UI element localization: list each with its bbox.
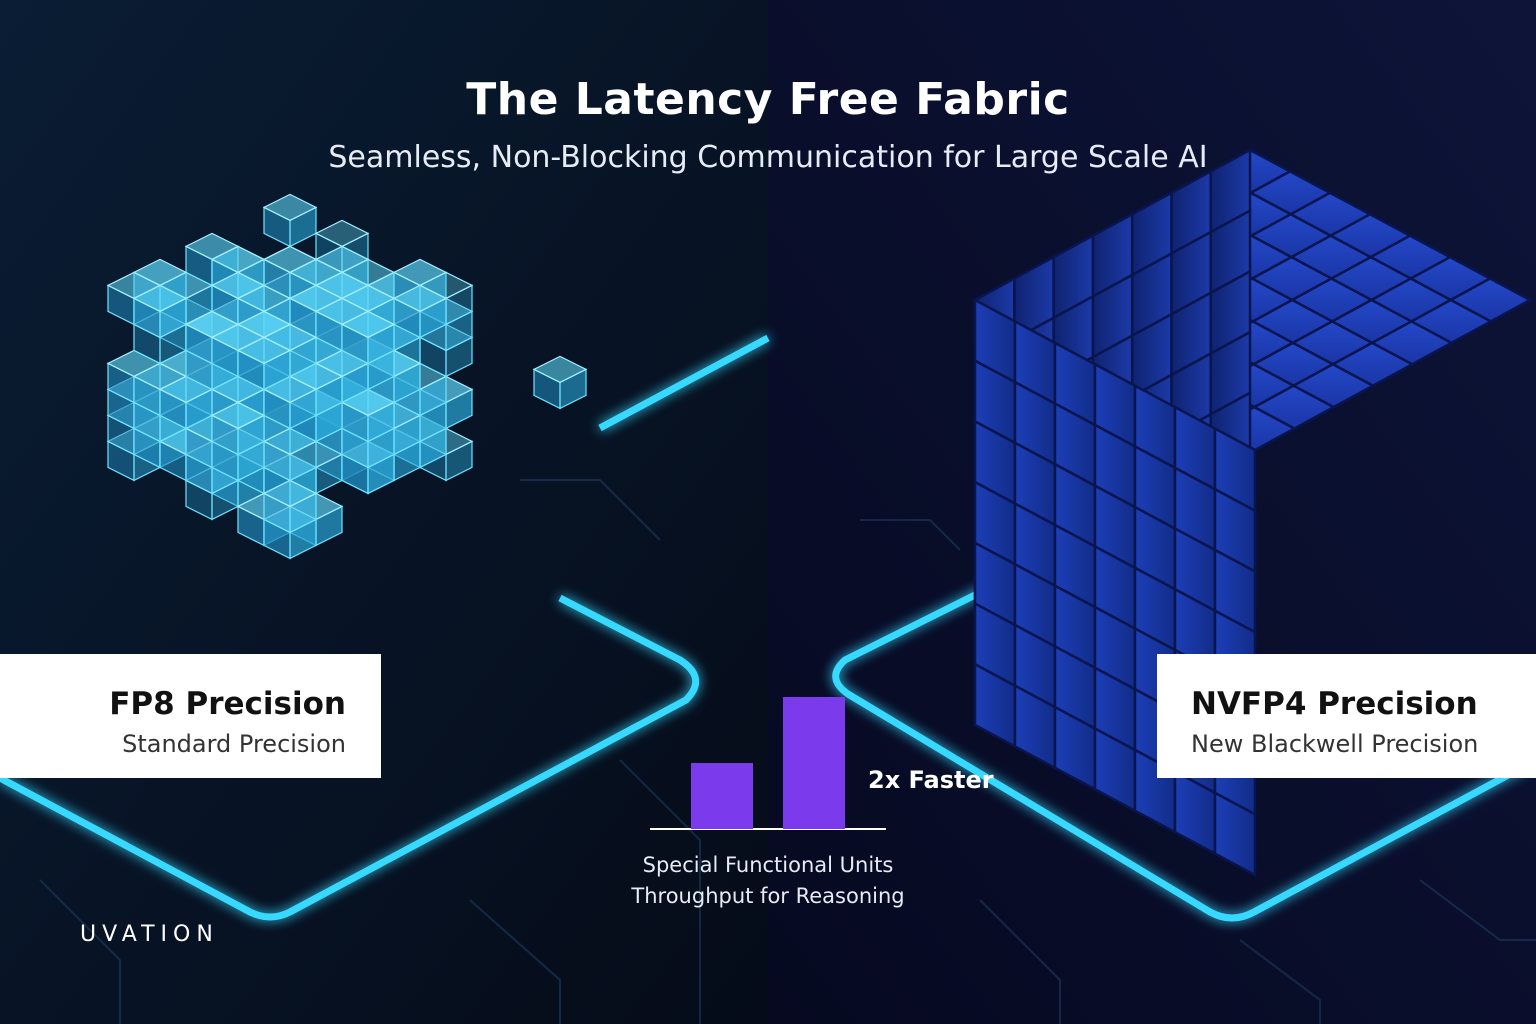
glass-cube-top-face: [262, 193, 318, 222]
right-platform-glow: [832, 586, 1536, 922]
glass-cube-top-face: [210, 401, 266, 430]
chart-bar-1: [691, 763, 753, 829]
block-front-cell: [1213, 790, 1257, 878]
glass-cube-top-face: [340, 310, 396, 339]
glass-cube-top-face: [262, 479, 318, 508]
nvfp4-card: NVFP4 Precision New Blackwell Precision: [1157, 654, 1536, 778]
left-cube-cluster: [106, 193, 588, 560]
page-subtitle: Seamless, Non-Blocking Communication for…: [328, 140, 1208, 175]
chart-caption-line-1: Special Functional Units: [642, 853, 894, 877]
glass-cube-top-face: [392, 284, 448, 313]
speedup-label: 2x Faster: [868, 766, 994, 794]
fp8-card-subtitle: Standard Precision: [122, 730, 346, 758]
chart-caption-line-2: Throughput for Reasoning: [631, 884, 905, 908]
left-background: [0, 0, 768, 1024]
glass-cube-top-face: [532, 355, 588, 384]
throughput-chart: [650, 697, 886, 830]
nvfp4-card-subtitle: New Blackwell Precision: [1191, 730, 1479, 758]
chart-bar-2: [783, 697, 845, 829]
glass-cube-top-face: [236, 336, 292, 365]
nvfp4-card-title: NVFP4 Precision: [1191, 686, 1478, 722]
fp8-card: FP8 Precision Standard Precision: [0, 654, 381, 778]
fp8-card-title: FP8 Precision: [109, 686, 346, 722]
page-title: The Latency Free Fabric: [466, 74, 1070, 125]
chart-caption: Special Functional Units Throughput for …: [598, 850, 938, 912]
circuit-traces: [39, 479, 1536, 1024]
logo-wordmark: UVATION: [80, 922, 219, 947]
glass-cube-top-face: [132, 284, 188, 313]
left-platform-glow: [0, 334, 770, 921]
uvation-logo: UVATION: [80, 922, 219, 947]
